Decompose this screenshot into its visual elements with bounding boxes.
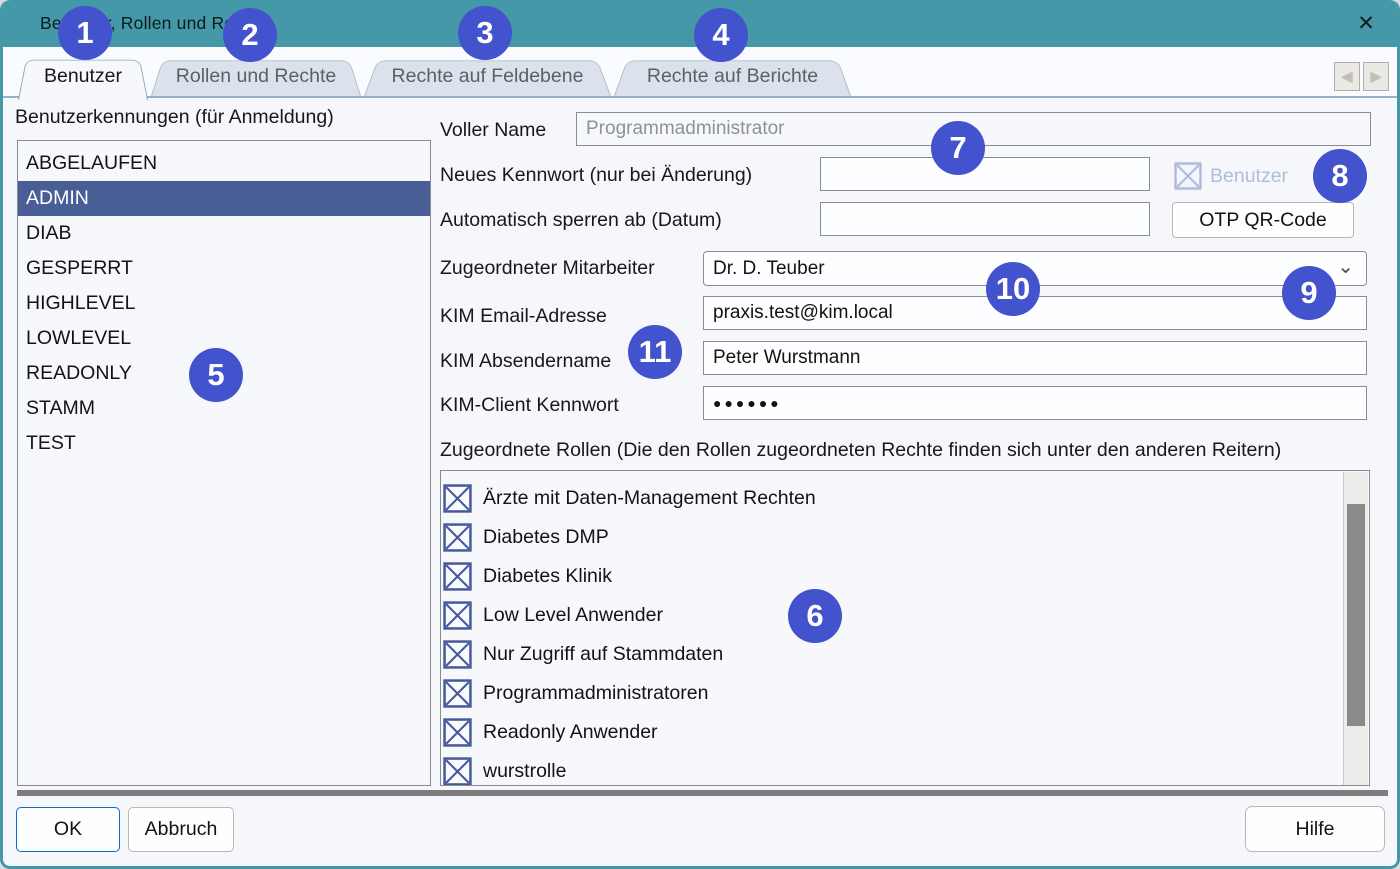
role-label: Ärzte mit Daten-Management Rechten [483,487,816,509]
role-checkbox-icon[interactable] [443,679,472,708]
ok-button[interactable]: OK [16,807,120,852]
list-item[interactable]: TEST [26,432,76,454]
list-item[interactable]: GESPERRT [26,257,133,279]
role-label: Programmadministratoren [483,682,709,704]
neues-kennwort-label: Neues Kennwort (nur bei Änderung) [440,164,753,186]
roles-label: Zugeordnete Rollen (Die den Rollen zugeo… [440,439,1282,461]
benutzer-checkbox-label: Benutzer [1210,165,1289,187]
tab-rollen-und-rechte[interactable]: Rollen und Rechte [151,56,361,96]
roles-listbox: Ärzte mit Daten-Management Rechten Diabe… [440,470,1370,786]
role-label: Diabetes DMP [483,526,609,548]
role-checkbox-icon[interactable] [443,523,472,552]
role-row[interactable]: Readonly Anwender [443,713,1369,752]
role-row[interactable]: Diabetes DMP [443,518,1369,557]
role-label: Low Level Anwender [483,604,663,626]
role-checkbox-icon[interactable] [443,757,472,786]
list-item[interactable]: STAMM [26,397,95,419]
role-label: Nur Zugriff auf Stammdaten [483,643,724,665]
mitarbeiter-value: Dr. D. Teuber [713,257,825,279]
benutzer-checkbox-icon[interactable] [1174,162,1202,190]
annotation-9: 9 [1282,266,1336,320]
role-checkbox-icon[interactable] [443,601,472,630]
close-icon[interactable]: ✕ [1349,8,1383,38]
user-listbox: ABGELAUFEN ADMIN DIAB GESPERRT HIGHLEVEL… [17,140,431,786]
role-row[interactable]: wurstrolle [443,752,1369,786]
sperren-label: Automatisch sperren ab (Datum) [440,209,722,231]
tab-label: Rechte auf Feldebene [391,64,584,87]
kim-kennwort-label: KIM-Client Kennwort [440,394,619,416]
role-row[interactable]: Diabetes Klinik [443,557,1369,596]
role-row[interactable]: Nur Zugriff auf Stammdaten [443,635,1369,674]
annotation-3: 3 [458,6,512,60]
sperren-datum-field[interactable] [820,202,1150,236]
role-label: Diabetes Klinik [483,565,612,587]
tab-scroll-buttons: ◀ ▶ [1334,62,1389,91]
list-item[interactable]: DIAB [26,222,72,244]
roles-scrollbar[interactable] [1343,472,1368,785]
kim-absendername-field[interactable] [703,341,1367,375]
list-item[interactable]: READONLY [26,362,132,384]
tab-strip: Benutzer Rollen und Rechte Rechte auf Fe… [3,47,1397,100]
list-item[interactable]: HIGHLEVEL [26,292,136,314]
role-checkbox-icon[interactable] [443,640,472,669]
annotation-8: 8 [1313,149,1367,203]
annotation-7: 7 [931,121,985,175]
role-label: Readonly Anwender [483,721,658,743]
list-item-selected[interactable]: ADMIN [18,181,430,216]
tab-label: Rechte auf Berichte [646,64,819,87]
role-checkbox-icon[interactable] [443,562,472,591]
annotation-1: 1 [58,6,112,60]
tab-rechte-auf-berichte[interactable]: Rechte auf Berichte [614,56,851,96]
role-checkbox-icon[interactable] [443,718,472,747]
abbruch-button[interactable]: Abbruch [128,807,234,852]
tab-rechte-auf-feldebene[interactable]: Rechte auf Feldebene [364,56,611,96]
annotation-5: 5 [189,348,243,402]
annotation-2: 2 [223,8,277,62]
scrollbar-thumb[interactable] [1347,504,1365,726]
role-checkbox-icon[interactable] [443,484,472,513]
otp-qr-code-button[interactable]: OTP QR-Code [1172,202,1354,238]
tab-scroll-left-icon[interactable]: ◀ [1334,62,1360,91]
list-item[interactable]: ABGELAUFEN [26,152,158,174]
user-list-label: Benutzerkennungen (für Anmeldung) [15,106,334,128]
annotation-4: 4 [694,8,748,62]
footer-divider [17,790,1388,796]
kim-email-label: KIM Email-Adresse [440,305,607,327]
neues-kennwort-field[interactable] [820,157,1150,191]
hilfe-button[interactable]: Hilfe [1245,806,1385,852]
chevron-down-icon: ⌄ [1337,256,1354,278]
list-item[interactable]: LOWLEVEL [26,327,132,349]
tab-benutzer[interactable]: Benutzer [18,54,148,100]
tabstrip-underline [3,96,1397,98]
role-row[interactable]: Programmadministratoren [443,674,1369,713]
tab-label: Benutzer [43,64,123,87]
kim-absender-label: KIM Absendername [440,350,612,372]
annotation-11: 11 [628,325,682,379]
annotation-6: 6 [788,589,842,643]
role-row[interactable]: Ärzte mit Daten-Management Rechten [443,479,1369,518]
tab-scroll-right-icon[interactable]: ▶ [1363,62,1389,91]
role-label: wurstrolle [483,760,567,782]
mitarbeiter-label: Zugeordneter Mitarbeiter [440,257,655,279]
annotation-10: 10 [986,262,1040,316]
kim-client-kennwort-field[interactable] [703,386,1367,420]
tab-label: Rollen und Rechte [175,64,337,87]
role-row[interactable]: Low Level Anwender [443,596,1369,635]
voller-name-label: Voller Name [440,119,547,141]
